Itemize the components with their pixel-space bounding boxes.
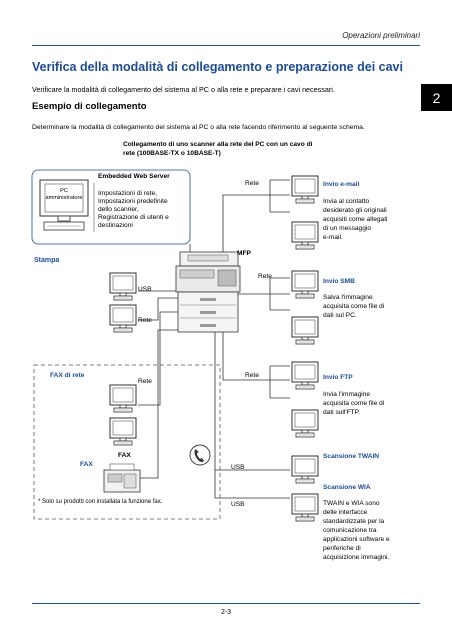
wia-line: comunicazione tra <box>323 527 377 534</box>
computer-icon <box>109 384 137 413</box>
fax-di-rete-label: FAX di rete <box>50 372 85 379</box>
fax-machine-icon <box>103 463 141 493</box>
rete-label: Rete <box>138 317 152 324</box>
usb-label: USB <box>231 501 245 508</box>
diagram-caption-line1: Collegamento di uno scanner alla rete de… <box>123 141 313 148</box>
ftp-title: Invio FTP <box>323 374 353 381</box>
ews-line: Impostazioni predefinite <box>98 198 168 205</box>
wia-line: periferiche di <box>323 545 361 552</box>
fax-device-label: FAX <box>118 452 131 459</box>
computer-icon <box>291 409 319 438</box>
email-line: di un messaggio <box>323 225 372 232</box>
computer-icon <box>109 272 137 301</box>
rete-label: Rete <box>245 372 259 379</box>
mfp-label: MFP <box>237 250 251 257</box>
page-number: 2-3 <box>220 609 232 616</box>
mfp-printer-icon <box>175 251 241 333</box>
header-divider <box>32 45 420 46</box>
computer-icon <box>291 221 319 250</box>
computer-icon <box>291 361 319 390</box>
rete-label: Rete <box>258 273 272 280</box>
email-title: Invio e-mail <box>323 181 360 188</box>
smb-title: Invio SMB <box>323 278 355 285</box>
ews-line: Impostazioni di rete, <box>98 190 158 197</box>
smb-line: acquisita come file di <box>323 303 385 310</box>
wia-line: applicazioni software e <box>323 536 390 543</box>
wia-line: standardizzate per la <box>323 518 385 525</box>
section-subtitle: Esempio di collegamento <box>32 101 147 112</box>
smb-line: dati sul PC. <box>323 312 357 319</box>
usb-label: USB <box>231 464 245 471</box>
stampa-label: Stampa <box>34 257 60 264</box>
telephone-icon <box>189 444 211 466</box>
computer-icon <box>291 493 319 522</box>
intro-text: Verificare la modalità di collegamento d… <box>32 85 335 94</box>
page-title: Verifica della modalità di collegamento … <box>32 60 403 74</box>
email-line: acquisiti come allegati <box>323 216 388 223</box>
section-header: Operazioni preliminari <box>342 31 420 40</box>
computer-icon <box>291 175 319 204</box>
description-text: Determinare la modalità di collegamento … <box>32 124 365 131</box>
ftp-line: acquisita come file di <box>323 400 385 407</box>
wia-line: delle interfacce <box>323 509 368 516</box>
email-line: desiderato gli originali <box>323 207 387 214</box>
ews-line: Registrazione di utenti e <box>98 214 169 221</box>
ftp-line: Invia l'immagine <box>323 391 371 398</box>
wia-title: Scansione WIA <box>323 484 371 491</box>
fax-dashed-box <box>33 364 221 520</box>
smb-line: Salva l'immagine <box>323 294 373 301</box>
diagram-caption-line2: rete (100BASE-TX o 10BASE-T) <box>123 150 221 157</box>
computer-icon <box>291 455 319 484</box>
ews-line: destinazioni <box>98 222 133 229</box>
computer-icon <box>109 417 137 446</box>
ews-line: dello scanner, <box>98 206 139 213</box>
admin-pc-label-line1: PC <box>60 188 68 194</box>
computer-icon <box>291 316 319 345</box>
computer-icon <box>109 304 137 333</box>
twain-title: Scansione TWAIN <box>323 453 380 460</box>
wia-line: acquisizione immagini. <box>323 554 390 561</box>
email-line: Invia al contatto <box>323 198 370 205</box>
ftp-line: dati sull'FTP. <box>323 409 361 416</box>
rete-label: Rete <box>245 180 259 187</box>
rete-label: Rete <box>138 378 152 385</box>
fax-label: FAX <box>80 461 93 468</box>
footer-divider <box>32 603 420 604</box>
email-line: e-mail. <box>323 234 343 241</box>
chapter-tab: 2 <box>421 84 452 111</box>
wia-line: TWAIN e WIA sono <box>323 500 380 507</box>
computer-icon <box>291 270 319 299</box>
usb-label: USB <box>138 286 152 293</box>
ews-title: Embedded Web Server <box>98 173 170 180</box>
fax-footnote: * Solo su prodotti con installata la fun… <box>38 499 163 505</box>
admin-pc-label-line2: amministratore <box>45 195 83 201</box>
